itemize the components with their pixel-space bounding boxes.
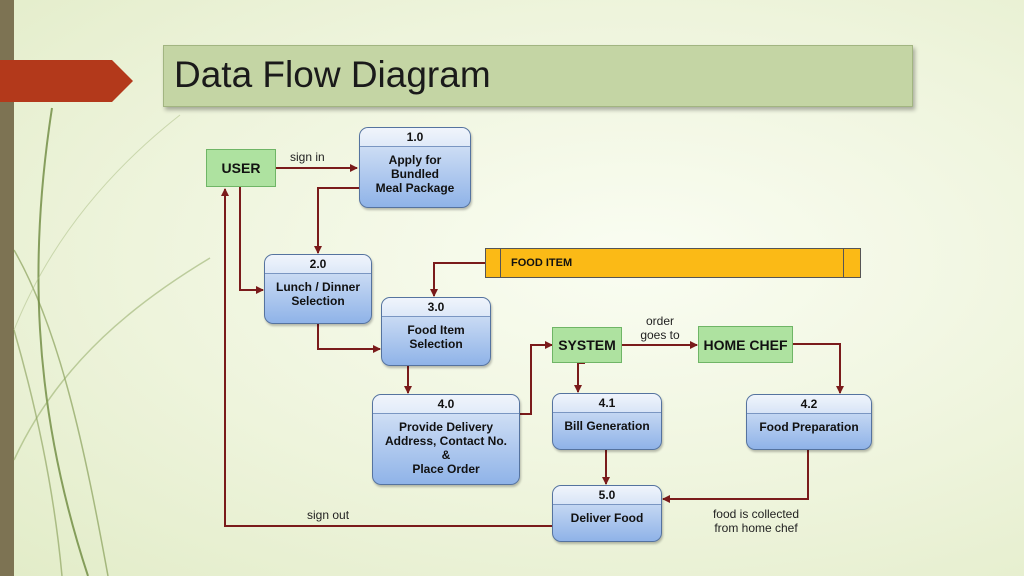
process-3-0: 3.0 Food Item Selection (381, 297, 491, 366)
flow-p4-to-system (520, 341, 553, 415)
process-1-0: 1.0 Apply for Bundled Meal Package (359, 127, 471, 208)
process-4-2: 4.2 Food Preparation (746, 394, 872, 450)
process-2-0: 2.0 Lunch / Dinner Selection (264, 254, 372, 324)
store-label: FOOD ITEM (511, 257, 573, 269)
process-id: 4.1 (553, 394, 661, 413)
flow-label-order-goes-to: order goes to (640, 314, 680, 342)
process-name: Provide Delivery Address, Contact No. & … (384, 420, 507, 476)
title-banner: Data Flow Diagram (163, 45, 913, 107)
entity-user: USER (206, 149, 276, 187)
process-id: 1.0 (360, 128, 470, 147)
process-5-0: 5.0 Deliver Food (552, 485, 662, 542)
flow-p5-to-user (221, 188, 552, 527)
flow-system-to-p41 (574, 362, 585, 393)
flow-p1-to-p2 (314, 187, 359, 254)
process-id: 3.0 (382, 298, 490, 317)
flow-p2-to-p3 (317, 324, 381, 353)
slide-title: Data Flow Diagram (174, 54, 491, 95)
process-id: 4.2 (747, 395, 871, 414)
process-id: 4.0 (373, 395, 519, 414)
flow-store-to-p3 (430, 262, 485, 297)
process-name: Food Preparation (759, 420, 859, 434)
process-name: Deliver Food (570, 511, 644, 525)
flow-label-sign-in: sign in (290, 150, 325, 164)
store-divider-right (843, 249, 844, 277)
decorative-curves (13, 107, 211, 576)
data-store-food-item: FOOD ITEM (485, 248, 861, 278)
flow-user-to-p2 (239, 187, 264, 294)
left-arrow-shape (0, 60, 133, 102)
process-name: Food Item Selection (407, 323, 465, 351)
process-id: 2.0 (265, 255, 371, 274)
store-divider-left (500, 249, 501, 277)
process-name: Lunch / Dinner Selection (276, 280, 360, 308)
flow-label-sign-out: sign out (307, 508, 350, 522)
entity-home-chef: HOME CHEF (698, 326, 793, 363)
process-4-1: 4.1 Bill Generation (552, 393, 662, 450)
flow-homechef-to-p42 (792, 343, 844, 394)
process-name: Bill Generation (564, 419, 650, 433)
left-accent-bar (0, 0, 14, 576)
process-4-0: 4.0 Provide Delivery Address, Contact No… (372, 394, 520, 485)
process-id: 5.0 (553, 486, 661, 505)
entity-system: SYSTEM (552, 327, 622, 363)
process-name: Apply for Bundled Meal Package (375, 153, 455, 195)
flow-label-food-collected: food is collected from home chef (712, 507, 800, 535)
flow-p42-to-p5 (662, 450, 809, 503)
